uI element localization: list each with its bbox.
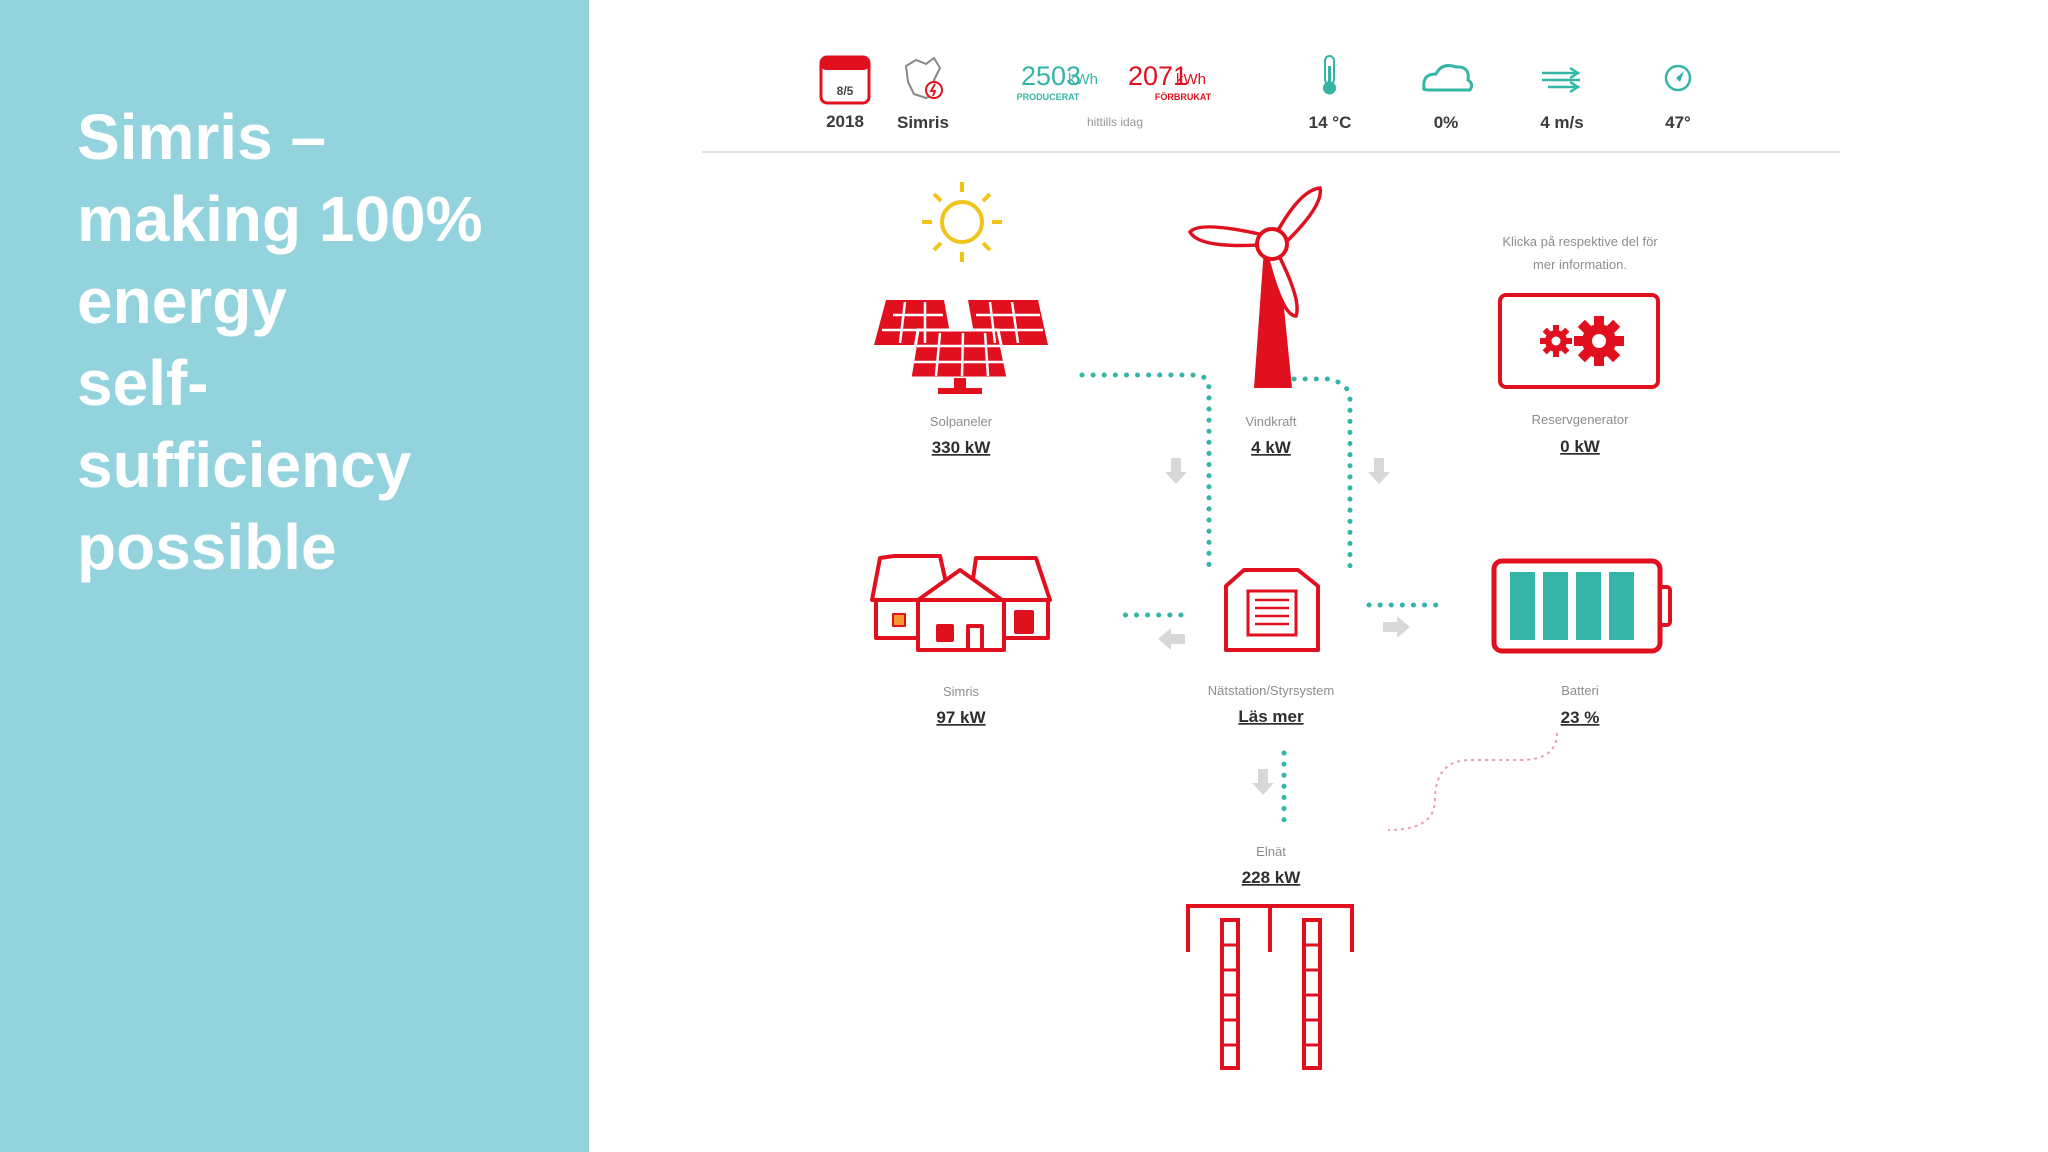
grid-node[interactable]: Elnät 228 kW — [1186, 844, 1354, 1070]
produced-value: 2503 — [1021, 61, 1081, 91]
battery-node[interactable]: Batteri 23 % — [1491, 558, 1672, 727]
solar-panels-icon — [874, 300, 1048, 394]
consumed-unit: kWh — [1176, 71, 1206, 88]
thermometer-icon — [1323, 55, 1336, 95]
title-line: energy — [77, 265, 287, 337]
battery-label: Batteri — [1561, 683, 1599, 698]
calendar-day: 8/5 — [837, 84, 854, 98]
period-label: hittills idag — [1087, 115, 1143, 129]
title-panel: Simris – making 100% energy self- suffic… — [0, 0, 589, 1152]
village-label: Simris — [943, 684, 980, 699]
consumed-value: 2071 — [1128, 61, 1188, 91]
title-line: possible — [77, 511, 337, 583]
title-line: self- — [77, 347, 209, 419]
title-line: Simris – — [77, 101, 327, 173]
flow-wind-to-station — [1291, 376, 1353, 576]
reserve-generator-node[interactable]: Klicka på respektive del för mer informa… — [1498, 234, 1660, 456]
produced-unit: kWh — [1068, 71, 1098, 88]
reserve-label: Reservgenerator — [1532, 412, 1629, 427]
cloud-icon — [1422, 64, 1474, 92]
header-bar: 8/5 2018 Simris 2503 kWh PRODUCERAT 2071… — [702, 55, 1840, 153]
reserve-value[interactable]: 0 kW — [1560, 437, 1601, 456]
gear-icon — [1574, 316, 1624, 366]
arrow-down-icon — [1165, 458, 1187, 484]
sun-icon — [922, 182, 1002, 262]
control-station-icon — [1224, 568, 1320, 652]
title-line: sufficiency — [77, 429, 412, 501]
arrow-left-icon — [1158, 628, 1185, 650]
arrow-down-icon — [1368, 458, 1390, 484]
wind-turbine-icon — [1187, 186, 1323, 388]
station-node[interactable]: Nätstation/Styrsystem Läs mer — [1208, 568, 1334, 726]
compass-icon — [1664, 64, 1692, 92]
temperature-value: 14 °C — [1309, 113, 1352, 132]
battery-icon — [1491, 558, 1672, 654]
wind-value[interactable]: 4 kW — [1251, 438, 1292, 457]
solar-value[interactable]: 330 kW — [932, 438, 992, 457]
wind-speed-value: 4 m/s — [1540, 113, 1583, 132]
solar-node[interactable]: Solpaneler 330 kW — [874, 182, 1048, 457]
hint-line-1: Klicka på respektive del för — [1502, 234, 1658, 249]
village-node[interactable]: Simris 97 kW — [870, 554, 1052, 727]
flow-lines — [1079, 372, 1448, 833]
village-value[interactable]: 97 kW — [936, 708, 986, 727]
calendar-icon[interactable]: 8/5 — [819, 55, 871, 105]
solar-label: Solpaneler — [930, 414, 993, 429]
station-link[interactable]: Läs mer — [1238, 707, 1304, 726]
consumed-label: FÖRBRUKAT — [1155, 92, 1212, 102]
wind-direction-value: 47° — [1665, 113, 1691, 132]
arrow-right-icon — [1383, 616, 1410, 638]
cloud-cover-value: 0% — [1434, 113, 1459, 132]
wind-label: Vindkraft — [1245, 414, 1296, 429]
produced-label: PRODUCERAT — [1017, 92, 1080, 102]
wind-icon — [1542, 66, 1581, 94]
title-line: making 100% — [77, 183, 483, 255]
location-map-icon[interactable] — [904, 56, 943, 100]
wind-node[interactable]: Vindkraft 4 kW — [1187, 186, 1323, 457]
produced-stat: 2503 kWh PRODUCERAT — [1017, 61, 1098, 102]
location-label: Simris — [897, 113, 949, 132]
grid-label: Elnät — [1256, 844, 1286, 859]
slide-title: Simris – making 100% energy self- suffic… — [77, 96, 557, 588]
station-label: Nätstation/Styrsystem — [1208, 683, 1334, 698]
grid-value[interactable]: 228 kW — [1242, 868, 1302, 887]
hint-line-2: mer information. — [1533, 257, 1627, 272]
gear-icon — [1540, 325, 1572, 357]
arrow-down-icon — [1252, 769, 1274, 795]
power-tower-icon — [1186, 904, 1354, 1070]
houses-icon — [870, 554, 1052, 652]
flow-battery-to-grid-dashed — [1387, 732, 1558, 831]
consumed-stat: 2071 kWh FÖRBRUKAT — [1128, 61, 1212, 102]
flow-arrows — [1158, 458, 1410, 795]
year-label: 2018 — [826, 112, 864, 131]
battery-value[interactable]: 23 % — [1561, 708, 1600, 727]
flow-solar-to-station — [1079, 372, 1212, 573]
